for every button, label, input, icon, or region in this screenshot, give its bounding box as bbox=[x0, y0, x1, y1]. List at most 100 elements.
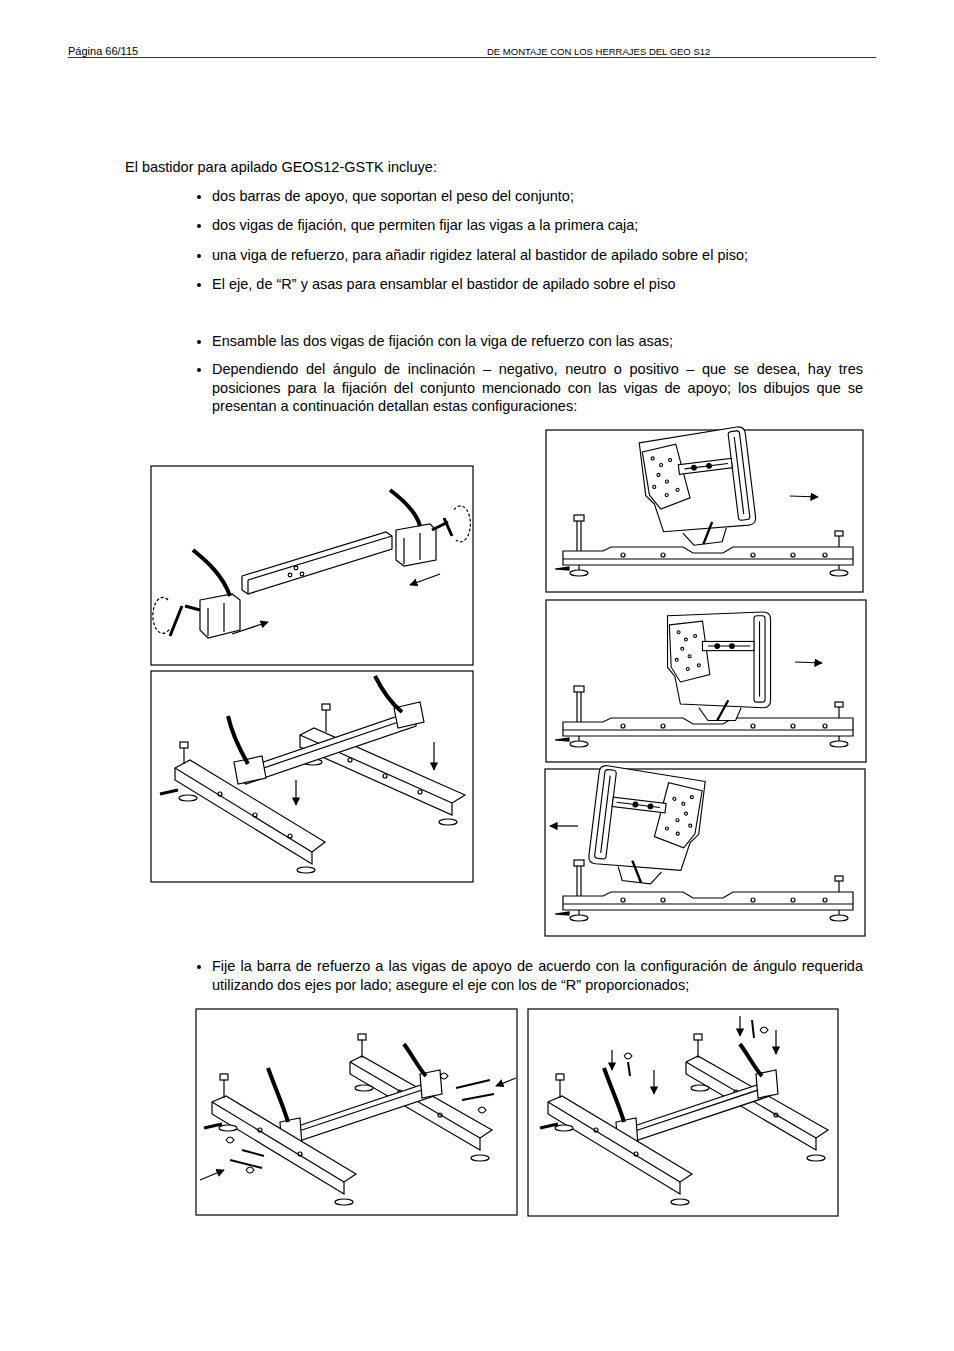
figure-exploded-crossbeam bbox=[247, 580, 248, 594]
figure-exploded-crossbeam bbox=[170, 606, 182, 636]
figure-frame-assembly bbox=[234, 756, 266, 784]
figure-pin-assembly bbox=[246, 1167, 254, 1173]
figure-exploded-crossbeam bbox=[403, 538, 404, 564]
figure-exploded-crossbeam bbox=[185, 606, 200, 610]
figure-pin-assembly bbox=[204, 1034, 492, 1205]
figure-pin-assembly bbox=[404, 1044, 426, 1076]
figure-exploded-crossbeam bbox=[419, 533, 420, 560]
intro-paragraph: El bastidor para apilado GEOS12-GSTK inc… bbox=[125, 158, 825, 177]
figure-pin-assembly bbox=[456, 1080, 490, 1088]
figure-frame-assembly bbox=[151, 671, 473, 882]
bullet-item: dos vigas de fijación, que permiten fija… bbox=[212, 216, 863, 235]
figure-frame-assembly bbox=[295, 780, 296, 805]
figure-pin-assembly bbox=[219, 1125, 237, 1131]
figure-frame-assembly bbox=[433, 742, 434, 770]
figure-exploded-crossbeam bbox=[193, 550, 230, 596]
figure-pin-assembly bbox=[752, 1020, 754, 1038]
figure-exploded-crossbeam bbox=[288, 573, 292, 577]
figure-pin-assembly bbox=[212, 1102, 344, 1182]
figure-frame-assembly bbox=[179, 795, 197, 801]
figure-exploded-crossbeam bbox=[300, 572, 304, 576]
figure-exploded-crossbeam bbox=[151, 466, 473, 665]
figure-tilt-configurations bbox=[550, 825, 578, 826]
figure-pin-assembly bbox=[196, 1009, 838, 1216]
figure-frame-assembly bbox=[175, 760, 325, 864]
figure-frame-assembly bbox=[348, 758, 352, 762]
figure-pin-assembly bbox=[286, 1082, 434, 1144]
figure-frame-assembly bbox=[228, 716, 248, 764]
figure-pin-assembly bbox=[358, 1034, 366, 1040]
header-rule bbox=[68, 57, 876, 58]
header-rule bbox=[68, 57, 876, 58]
figure-exploded-crossbeam bbox=[153, 597, 170, 633]
figure-exploded-crossbeam bbox=[294, 566, 298, 570]
figure-pin-assembly bbox=[653, 1070, 654, 1094]
figure-frame-assembly bbox=[322, 704, 330, 710]
figure-frame-assembly bbox=[246, 716, 416, 774]
figure-tilt-configurations bbox=[586, 765, 705, 889]
figure-pin-assembly bbox=[471, 1155, 489, 1161]
figure-exploded-crossbeam bbox=[242, 532, 392, 594]
figure-frame-assembly bbox=[394, 702, 424, 728]
figure-exploded-crossbeam bbox=[396, 524, 436, 566]
figure-frame-assembly bbox=[288, 834, 292, 838]
figure-pin-assembly bbox=[528, 1009, 838, 1216]
figure-frame-assembly bbox=[253, 813, 257, 817]
figure-tilt-configurations bbox=[795, 662, 822, 663]
figure-frame-assembly bbox=[418, 790, 422, 794]
figure-pin-assembly bbox=[200, 1170, 224, 1180]
bullet-item: Ensamble las dos vigas de fijación con l… bbox=[212, 332, 863, 351]
bullet-item: dos barras de apoyo, que soportan el pes… bbox=[212, 187, 863, 206]
figure-exploded-crossbeam bbox=[410, 574, 440, 585]
figure-exploded-crossbeam bbox=[248, 536, 392, 580]
figure-frame-assembly bbox=[151, 671, 473, 882]
figure-pin-assembly bbox=[230, 1160, 262, 1168]
figure-pin-assembly bbox=[220, 1074, 228, 1080]
figure-frame-assembly bbox=[383, 774, 387, 778]
figure-exploded-crossbeam bbox=[444, 518, 452, 536]
figure-pin-assembly bbox=[611, 1050, 612, 1070]
figure-pin-assembly bbox=[540, 1034, 828, 1205]
figure-pin-assembly bbox=[268, 1068, 288, 1122]
running-header: DE MONTAJE CON LOS HERRAJES DEL GEO S12 bbox=[487, 46, 807, 58]
figure-exploded-crossbeam bbox=[207, 608, 208, 636]
figure-frame-assembly bbox=[218, 792, 222, 796]
figure-pin-assembly bbox=[335, 1199, 353, 1205]
figure-pin-assembly bbox=[361, 1040, 362, 1058]
figure-frame-assembly bbox=[183, 748, 184, 764]
figure-pin-assembly bbox=[242, 1150, 264, 1156]
figure-pin-assembly bbox=[438, 1113, 442, 1117]
figure-tilt-configurations bbox=[555, 860, 853, 921]
figure-exploded-crossbeam bbox=[454, 506, 470, 542]
figure-pin-assembly bbox=[628, 1062, 630, 1076]
figure-pin-assembly bbox=[298, 1152, 302, 1156]
figure-exploded-crossbeam bbox=[151, 466, 473, 665]
page-number: Página 66/115 bbox=[68, 45, 268, 58]
figure-pin-assembly bbox=[739, 1016, 740, 1036]
figure-exploded-crossbeam bbox=[390, 490, 420, 526]
figure-pin-assembly bbox=[478, 1107, 486, 1113]
figure-pin-assembly bbox=[624, 1053, 632, 1059]
bullet-item: Fije la barra de refuerzo a las vigas de… bbox=[212, 957, 863, 994]
bullet-item: una viga de refuerzo, para añadir rigide… bbox=[212, 246, 863, 265]
figure-pin-assembly bbox=[760, 1027, 768, 1033]
figure-pin-assembly bbox=[212, 1096, 356, 1194]
figure-frame-assembly bbox=[160, 790, 178, 794]
figure-pin-assembly bbox=[496, 1078, 516, 1086]
bullet-item: Dependiendo del ángulo de inclinación – … bbox=[212, 360, 863, 416]
figure-frame-assembly bbox=[240, 712, 416, 784]
bullet-item: El eje, de “R” y asas para ensamblar el … bbox=[212, 275, 863, 294]
figure-frame-assembly bbox=[180, 742, 188, 748]
figure-exploded-crossbeam bbox=[200, 594, 240, 638]
figure-frame-assembly bbox=[175, 768, 312, 852]
figure-tilt-configurations bbox=[790, 496, 818, 497]
figure-exploded-crossbeam bbox=[232, 622, 268, 634]
figure-frame-assembly bbox=[439, 819, 457, 825]
figure-tilt-configurations bbox=[668, 612, 771, 721]
figure-frame-assembly bbox=[325, 710, 326, 732]
figure-pin-assembly bbox=[775, 1030, 776, 1054]
figure-pin-assembly bbox=[196, 1009, 517, 1215]
figure-pin-assembly bbox=[290, 1086, 434, 1134]
figure-pin-assembly bbox=[226, 1137, 234, 1143]
figure-tilt-configurations bbox=[639, 426, 758, 550]
